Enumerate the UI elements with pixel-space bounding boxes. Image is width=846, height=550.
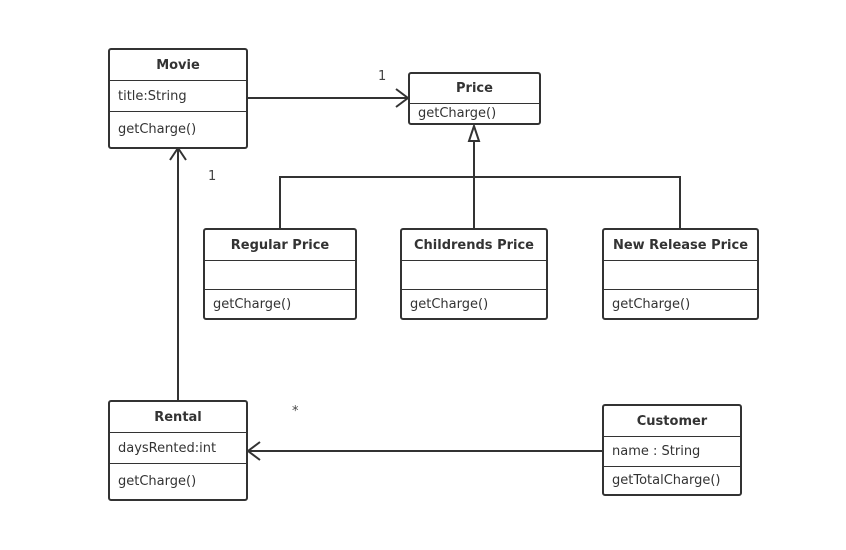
operation: getCharge() xyxy=(418,106,497,121)
multiplicity-label-rental: * xyxy=(292,404,299,419)
hollow-triangle-head xyxy=(467,122,481,142)
class-name: Movie xyxy=(110,50,246,81)
class-rental[interactable]: Rental daysRented:int getCharge() xyxy=(108,400,248,501)
class-name: Rental xyxy=(110,402,246,433)
class-name: Customer xyxy=(604,406,740,437)
attribute: daysRented:int xyxy=(110,433,246,464)
operation: getTotalCharge() xyxy=(612,473,721,488)
class-movie[interactable]: Movie title:String getCharge() xyxy=(108,48,248,149)
class-childrens-price[interactable]: Childrends Price getCharge() xyxy=(400,228,548,320)
attributes-empty xyxy=(205,261,355,290)
multiplicity-label-price: 1 xyxy=(378,69,387,84)
operation: getCharge() xyxy=(612,296,691,312)
class-name: Price xyxy=(410,74,539,104)
operation: getCharge() xyxy=(118,474,197,489)
class-name: Regular Price xyxy=(205,230,355,261)
class-price[interactable]: Price getCharge() xyxy=(408,72,541,125)
attributes-empty xyxy=(604,261,757,290)
operation: getCharge() xyxy=(410,296,489,312)
class-name: New Release Price xyxy=(604,230,757,261)
class-regular-price[interactable]: Regular Price getCharge() xyxy=(203,228,357,320)
open-arrow-head-rental xyxy=(246,441,261,461)
generalization-branch xyxy=(279,176,681,229)
attribute: name : String xyxy=(604,437,740,467)
attributes-empty xyxy=(402,261,546,290)
class-customer[interactable]: Customer name : String getTotalCharge() xyxy=(602,404,742,496)
class-name: Childrends Price xyxy=(402,230,546,261)
attribute: title:String xyxy=(110,81,246,112)
operation: getCharge() xyxy=(118,122,197,137)
multiplicity-label-movie: 1 xyxy=(208,169,217,184)
operation: getCharge() xyxy=(213,296,292,312)
class-new-release-price[interactable]: New Release Price getCharge() xyxy=(602,228,759,320)
